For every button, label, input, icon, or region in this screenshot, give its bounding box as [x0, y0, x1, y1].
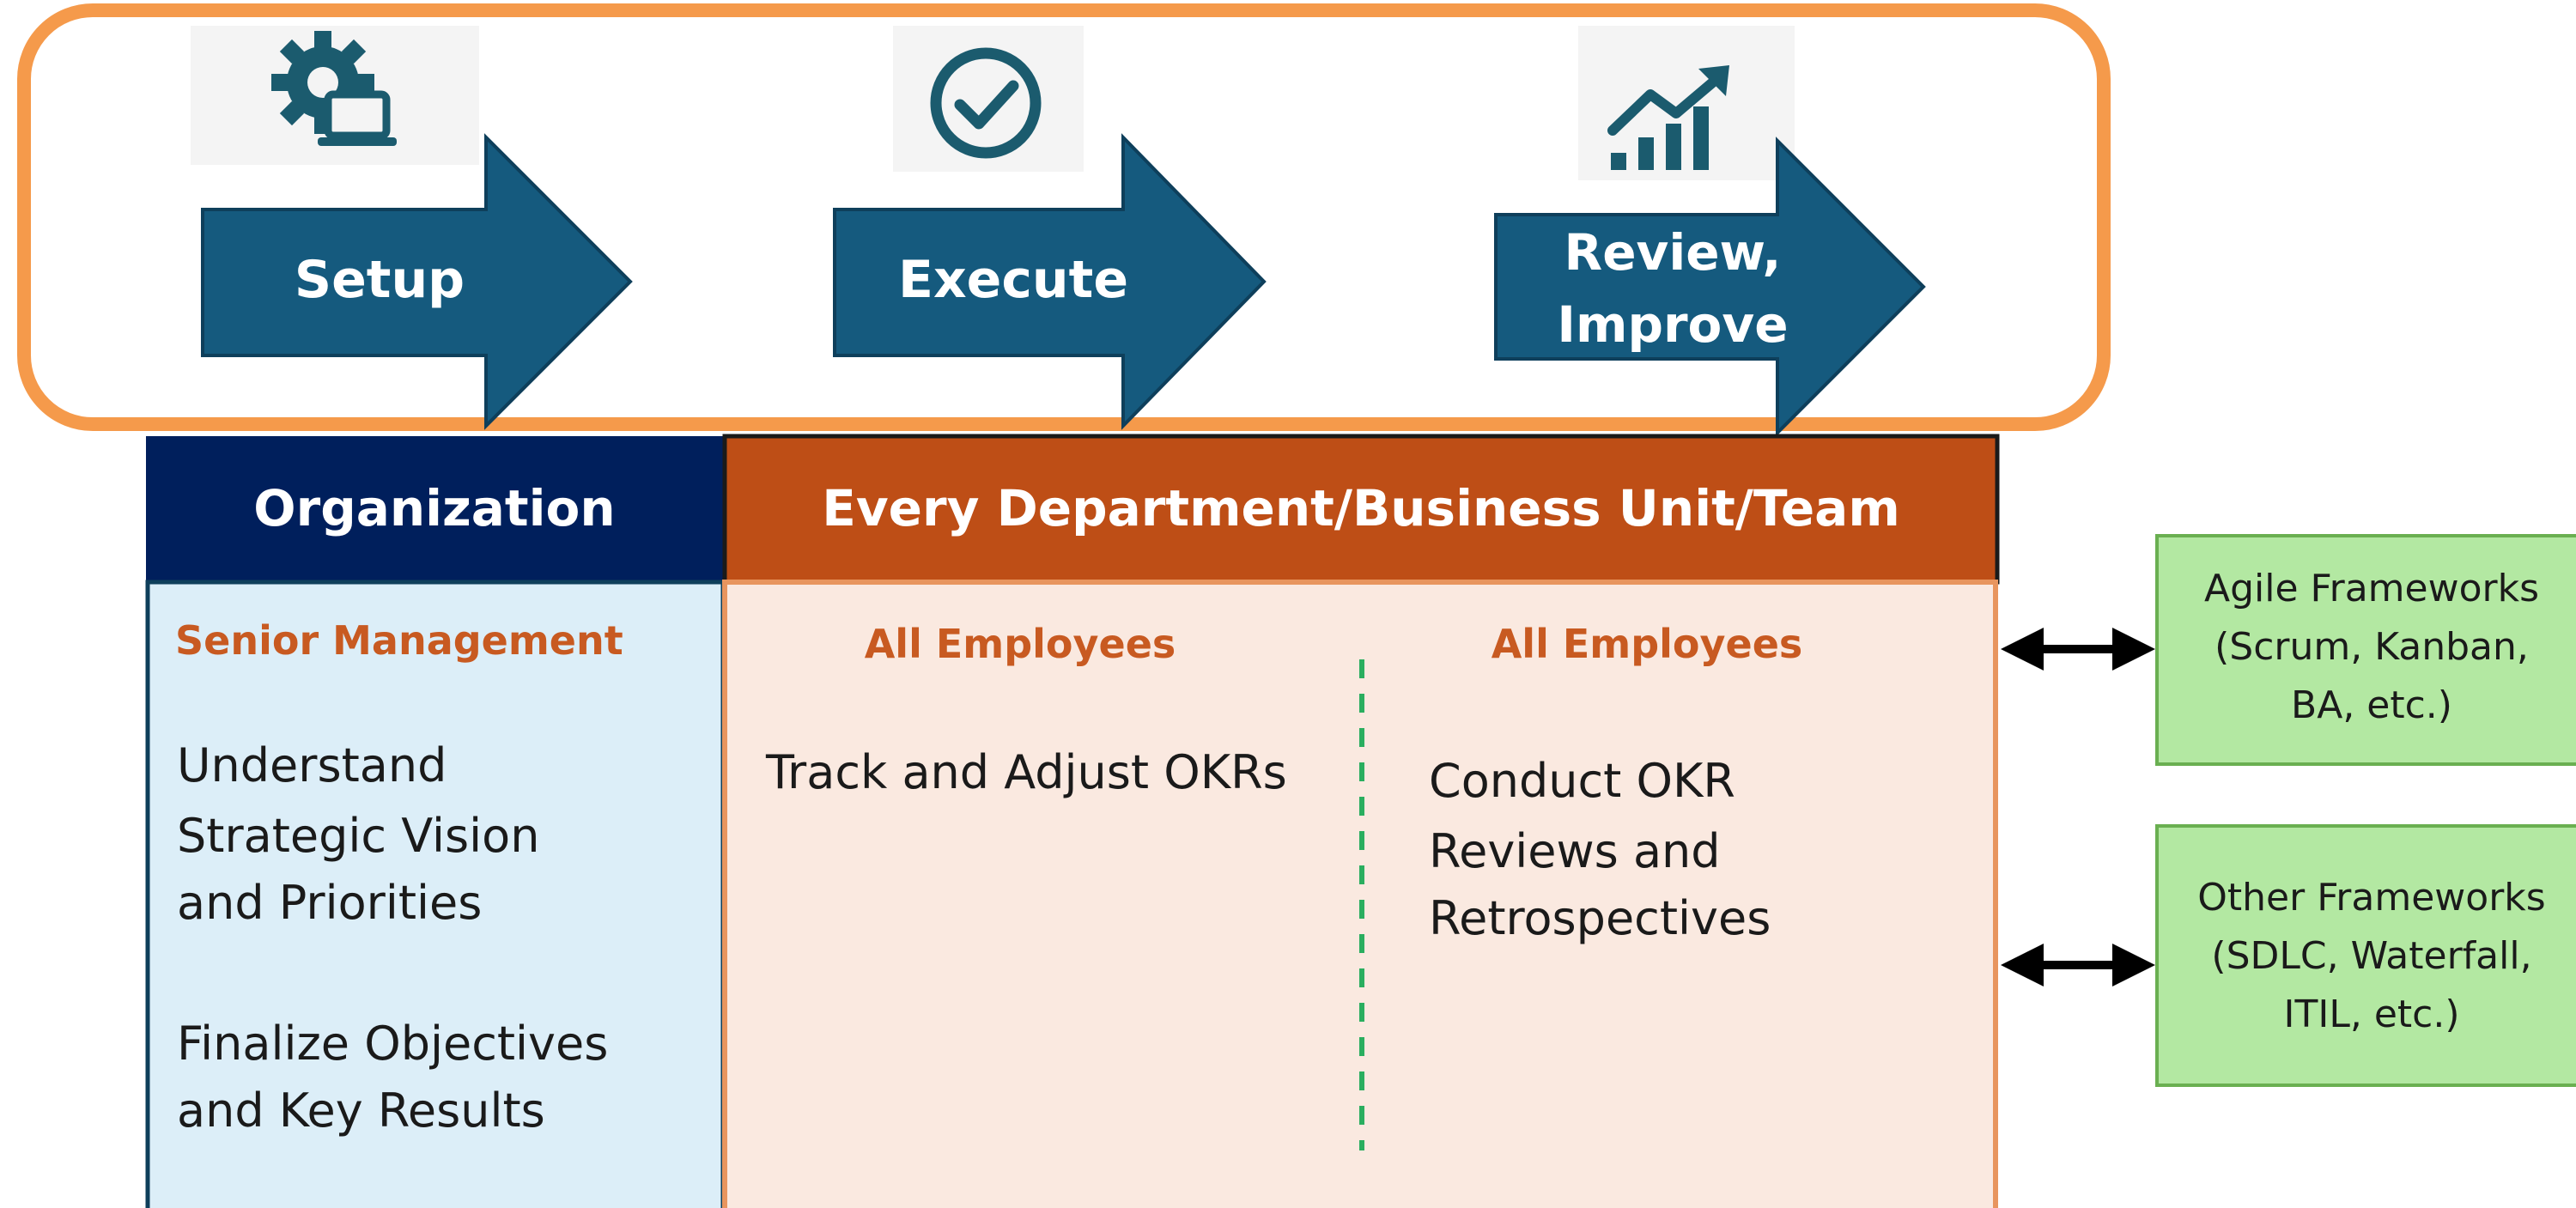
org-task-1-line-2: Strategic Vision [177, 809, 539, 863]
all-employees-heading-right: All Employees [1492, 621, 1803, 667]
department-panel [722, 580, 1998, 1208]
phase-execute: Execute [833, 26, 1267, 430]
department-header-label: Every Department/Business Unit/Team [822, 479, 1900, 537]
org-task-2-line-1: Finalize Objectives [177, 1017, 608, 1071]
phase-review-improve: Review, Improve [1494, 26, 1926, 437]
agile-frameworks-line-2: (Scrum, Kanban, [2215, 625, 2529, 669]
agile-frameworks-box [2155, 534, 2576, 766]
track-adjust-okrs-text: Track and Adjust OKRs [765, 745, 1287, 799]
phase-label-execute: Execute [898, 250, 1128, 310]
senior-management-heading: Senior Management [175, 617, 623, 664]
org-task-1-line-3: and Priorities [177, 876, 482, 930]
conduct-reviews-line-3: Retrospectives [1429, 891, 1771, 945]
phase-label-improve: Improve [1557, 295, 1788, 354]
organization-header [146, 436, 725, 582]
org-task-2-line-2: and Key Results [177, 1084, 545, 1138]
other-frameworks-box [2155, 824, 2576, 1087]
phase-arrow-setup [201, 133, 633, 430]
phase-arrow-execute [833, 133, 1267, 430]
conduct-reviews-line-2: Reviews and [1429, 824, 1721, 878]
agile-frameworks-line-1: Agile Frameworks [2204, 567, 2539, 610]
phase-setup: Setup [191, 26, 633, 430]
growth-chart-icon [1607, 65, 1729, 170]
organization-header-label: Organization [253, 479, 615, 537]
organization-panel [145, 580, 726, 1208]
check-circle-icon [930, 47, 1042, 159]
phase-label-review: Review, [1564, 223, 1782, 282]
other-frameworks-line-1: Other Frameworks [2197, 876, 2545, 920]
other-frameworks-line-2: (SDLC, Waterfall, [2211, 934, 2531, 978]
org-task-1-line-1: Understand [177, 738, 447, 792]
agile-frameworks-line-3: BA, etc.) [2291, 683, 2452, 727]
other-frameworks-line-3: ITIL, etc.) [2284, 993, 2460, 1036]
phase-label-setup: Setup [295, 250, 465, 310]
phase-arrow-review-improve [1494, 137, 1926, 437]
all-employees-heading-left: All Employees [865, 621, 1176, 667]
conduct-reviews-line-1: Conduct OKR [1429, 754, 1735, 808]
department-header [722, 434, 2000, 585]
